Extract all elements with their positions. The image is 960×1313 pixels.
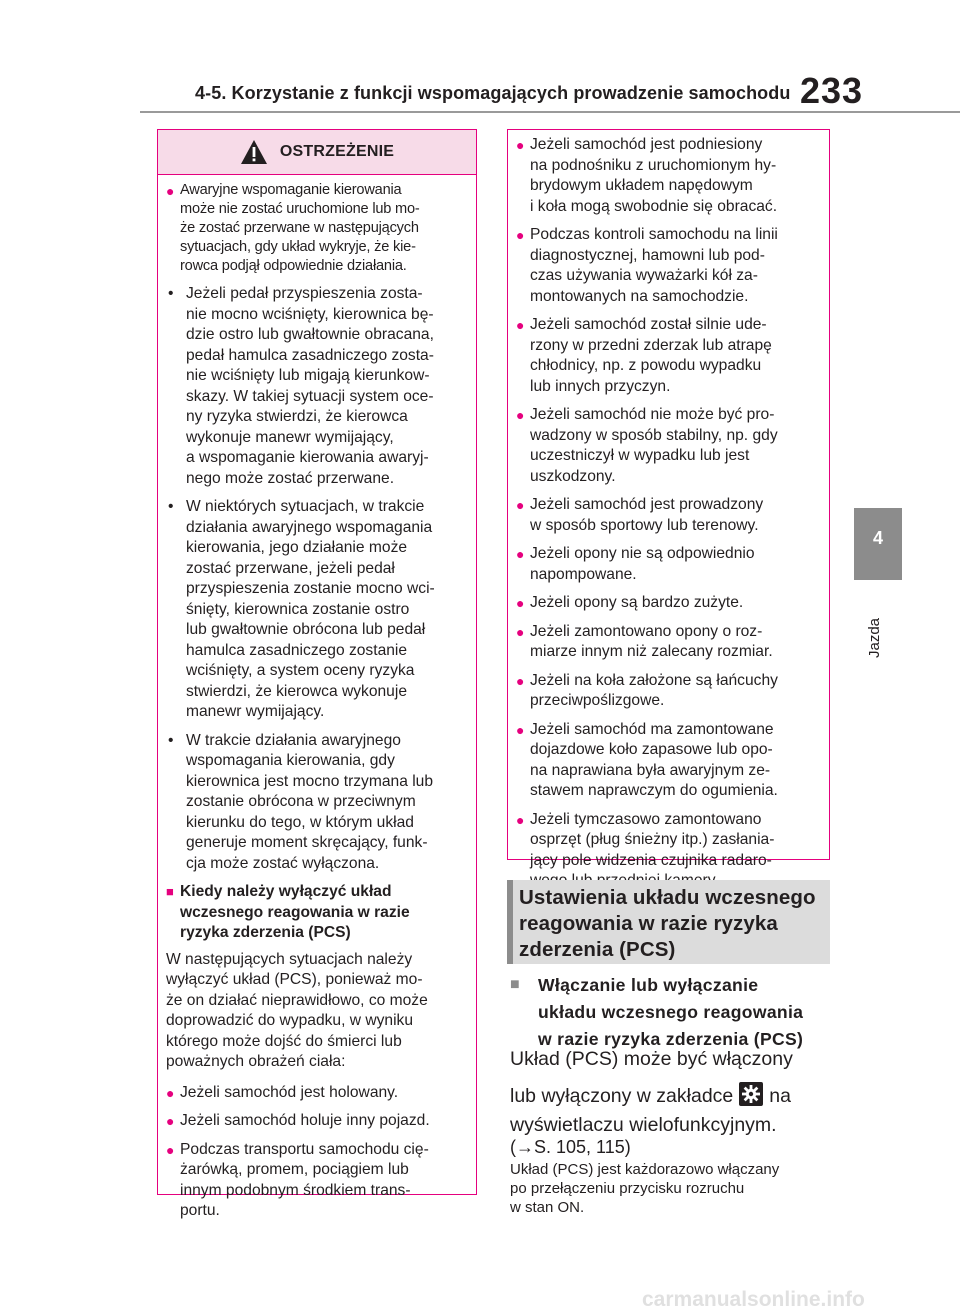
bullet-dot-icon: ●: [166, 1084, 175, 1101]
list-item: ● Jeżeli opony są bardzo zużyte.: [516, 593, 823, 614]
list-item: ● Jeżeli zamontowano opony o roz- miarze…: [516, 622, 823, 663]
list-item: ● Jeżeli samochód został silnie ude- rzo…: [516, 315, 823, 397]
note-text: Układ (PCS) jest każdorazowo włączany po…: [510, 1161, 780, 1216]
square-bullet-icon: ■: [510, 976, 520, 993]
body-line: Układ (PCS) może być włączony: [510, 1048, 793, 1070]
list-item: ● Jeżeli samochód nie może być pro- wadz…: [516, 405, 823, 487]
watermark-logo: carmanualsonline.info: [642, 1288, 865, 1311]
section-heading-box: Ustawienia układu wczesnego reagowania w…: [507, 880, 830, 964]
settings-gear-icon: [739, 1082, 764, 1106]
list-item: ● Jeżeli samochód ma zamontowane dojazdo…: [516, 720, 823, 802]
list-item: ● Jeżeli samochód jest podniesiony na po…: [516, 135, 823, 217]
bullet-dot-icon: ●: [516, 497, 525, 513]
chapter-title: 4-5. Korzystanie z funkcji wspomagającyc…: [195, 83, 791, 103]
bullet-dot-icon: ●: [516, 546, 525, 562]
warning-subheading: ■ Kiedy należy wyłączyć układ wczesnego …: [166, 882, 470, 944]
list-item: ● Jeżeli opony nie są odpowiednio napomp…: [516, 544, 823, 585]
bullet-dot-icon: ●: [516, 721, 525, 738]
list-item: • W trakcie działania awaryjnego wspomag…: [166, 731, 470, 875]
bullet-dot-icon: ●: [516, 227, 525, 243]
list-item: ● Podczas transportu samochodu cię- żaró…: [166, 1140, 470, 1222]
bullet-dot-icon: ●: [516, 407, 525, 423]
list-item: ● Jeżeli tymczasowo zamontowano osprzęt …: [516, 810, 823, 892]
square-bullet-icon: ■: [166, 884, 174, 899]
chapter-tab-number: 4: [872, 528, 883, 548]
bullet-dot-icon: •: [168, 285, 174, 302]
list-item: ● Jeżeli na koła założone są łańcuchy pr…: [516, 671, 823, 712]
warning-box: OSTRZEŻENIE ● Awaryjne wspomaganie kiero…: [157, 129, 477, 1219]
bullet-dot-icon: ●: [166, 1113, 175, 1129]
page-number: 233: [800, 70, 864, 111]
bullet-dot-icon: ●: [516, 317, 525, 333]
bullet-dot-icon: •: [168, 498, 174, 515]
chapter-side-tab[interactable]: [854, 508, 902, 580]
list-item: • W niektórych sytuacjach, w trakcie dzi…: [166, 497, 470, 723]
list-item: ● Awaryjne wspomaganie kierowania może n…: [166, 182, 420, 274]
bullet-dot-icon: ●: [516, 811, 525, 828]
header-divider: [140, 111, 960, 113]
chapter-tab-label: Jazda: [866, 617, 883, 658]
bullet-dot-icon: ●: [516, 623, 525, 640]
bullet-dot-icon: ●: [516, 672, 525, 689]
bullet-dot-icon: ●: [516, 137, 525, 153]
list-item: ● Jeżeli samochód jest prowadzony w spos…: [516, 495, 823, 536]
section-title: Ustawienia układu wczesnego reagowania w…: [519, 886, 816, 961]
warning-triangle-icon: [240, 139, 268, 165]
body-line: wyświetlaczu wielofunkcyjnym.: [510, 1114, 777, 1136]
page-reference-link[interactable]: (→S. 105, 115): [510, 1137, 631, 1157]
list-item: ● Podczas kontroli samochodu na linii di…: [516, 225, 823, 307]
bullet-dot-icon: ●: [516, 595, 525, 611]
warning-title: OSTRZEŻENIE: [279, 143, 395, 160]
warning-continued-box: ● Jeżeli samochód jest podniesiony na po…: [507, 129, 830, 889]
bullet-dot-icon: ●: [166, 1141, 175, 1158]
list-item: • Jeżeli pedał przyspieszenia zosta- nie…: [166, 284, 470, 489]
bullet-dot-icon: •: [168, 731, 174, 749]
watermark-text: carmanualsonline.info: [642, 1288, 865, 1311]
toggle-heading: ■ Włączanie lub wyłączanie układu wczesn…: [510, 972, 840, 1053]
warning-header: OSTRZEŻENIE: [158, 130, 476, 175]
list-item: ● Jeżeli samochód holuje inny pojazd.: [166, 1111, 470, 1132]
warning-body: ● Awaryjne wspomaganie kierowania może n…: [158, 175, 476, 1222]
warning-paragraph: W następujących sytuacjach należy wyłącz…: [166, 950, 428, 1071]
bullet-dot-icon: ●: [166, 183, 175, 199]
list-item: ● Jeżeli samochód jest holowany.: [166, 1083, 470, 1104]
